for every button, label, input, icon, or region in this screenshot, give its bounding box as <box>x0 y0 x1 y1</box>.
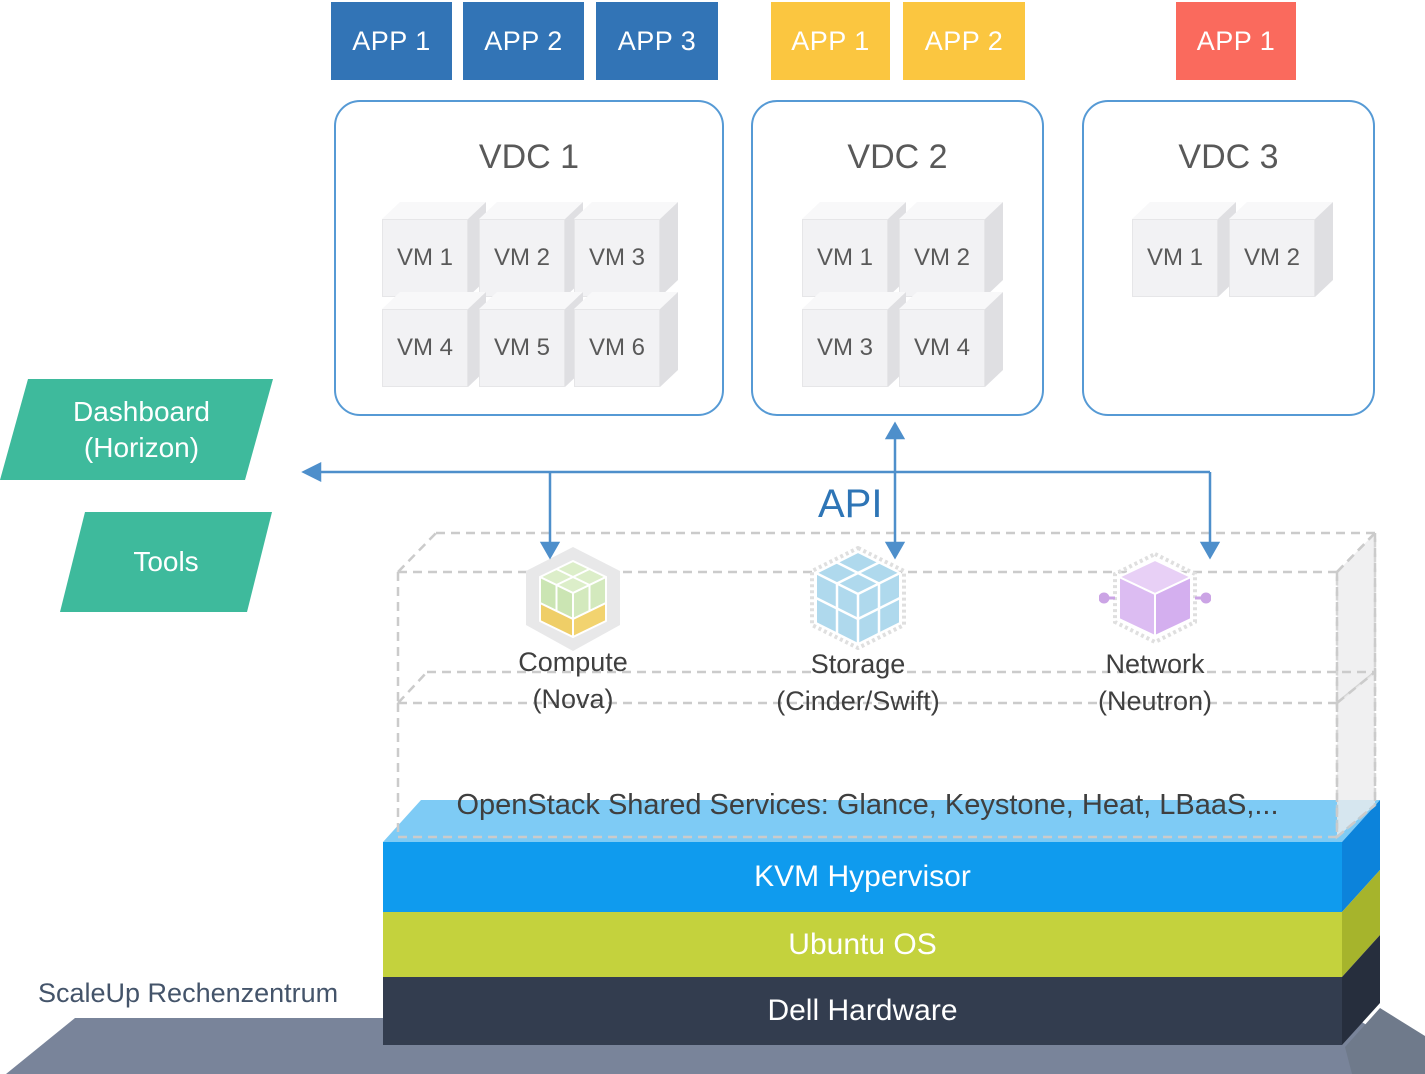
vm-label: VM 2 <box>479 219 565 297</box>
tools-label: Tools <box>133 546 199 577</box>
vm-cube: VM 3 <box>802 292 906 387</box>
storage-name: Storage <box>810 649 906 679</box>
vm-cube: VM 2 <box>899 202 1003 297</box>
vm-label: VM 6 <box>574 309 660 387</box>
compute-subtitle: (Nova) <box>532 684 614 714</box>
vdc3-container: VDC 3 VM 1 VM 2 <box>1082 100 1375 416</box>
arrowhead-up-vdc2 <box>884 421 906 440</box>
vm-cube-top-face <box>1229 202 1333 219</box>
app-box-blue-2: APP 2 <box>463 2 584 80</box>
vm-cube-top-face <box>382 292 486 309</box>
vm-cube: VM 2 <box>479 202 583 297</box>
kvm-right-face <box>1342 800 1380 912</box>
vm-cube: VM 6 <box>574 292 678 387</box>
vm-cube-right-face <box>660 202 678 297</box>
storage-service-label: Storage (Cinder/Swift) <box>728 646 988 720</box>
network-service-label: Network (Neutron) <box>1025 646 1285 720</box>
dashboard-label-line2: (Horizon) <box>83 431 200 463</box>
kvm-hypervisor-label: KVM Hypervisor <box>754 860 971 893</box>
vm-cube-right-face <box>1315 202 1333 297</box>
vm-cube: VM 4 <box>899 292 1003 387</box>
vm-label: VM 1 <box>1132 219 1218 297</box>
api-label: API <box>818 482 883 526</box>
arrowhead-down-compute <box>539 541 561 560</box>
dell-hardware-label: Dell Hardware <box>767 994 958 1027</box>
vdc2-title: VDC 2 <box>847 138 948 176</box>
vm-cube-top-face <box>899 292 1003 309</box>
storage-subtitle: (Cinder/Swift) <box>776 686 940 716</box>
vm-label: VM 1 <box>382 219 468 297</box>
kvm-hypervisor-layer: KVM Hypervisor <box>383 842 1342 912</box>
vm-label: VM 5 <box>479 309 565 387</box>
vm-cube-top-face <box>479 202 583 219</box>
vdc2-container: VDC 2 VM 1 VM 2 VM 3 VM 4 <box>751 100 1044 416</box>
network-name: Network <box>1105 649 1205 679</box>
vdc3-title: VDC 3 <box>1178 138 1279 176</box>
app-box-yellow-1: APP 1 <box>771 2 890 80</box>
vm-cube: VM 5 <box>479 292 583 387</box>
dashboard-horizon-shape: Dashboard (Horizon) <box>0 379 273 480</box>
datacenter-label: ScaleUp Rechenzentrum <box>38 978 339 1008</box>
vm-cube: VM 3 <box>574 202 678 297</box>
dashboard-label-line1: Dashboard <box>73 395 210 427</box>
vm-label: VM 3 <box>802 309 888 387</box>
vm-label: VM 2 <box>1229 219 1315 297</box>
vm-cube: VM 1 <box>1132 202 1236 297</box>
vm-cube-right-face <box>985 202 1003 297</box>
vm-cube-top-face <box>574 202 678 219</box>
vm-label: VM 3 <box>574 219 660 297</box>
vm-cube-top-face <box>802 202 906 219</box>
vm-label: VM 4 <box>899 309 985 387</box>
vm-cube: VM 1 <box>382 202 486 297</box>
app-box-blue-1: APP 1 <box>331 2 452 80</box>
vm-cube: VM 2 <box>1229 202 1333 297</box>
vm-cube: VM 1 <box>802 202 906 297</box>
dell-right-face <box>1342 935 1380 1045</box>
stack-shadow <box>1345 1008 1425 1074</box>
vm-label: VM 4 <box>382 309 468 387</box>
compute-service-label: Compute (Nova) <box>443 644 703 718</box>
vm-label: VM 1 <box>802 219 888 297</box>
network-subtitle: (Neutron) <box>1097 686 1213 716</box>
vdc1-container: VDC 1 VM 1 VM 2 VM 3 VM 4 VM 5 <box>334 100 724 416</box>
arrowhead-down-network <box>1199 541 1221 560</box>
arrowhead-left <box>301 461 322 483</box>
vm-cube-top-face <box>899 202 1003 219</box>
vm-cube-top-face <box>382 202 486 219</box>
app-box-blue-3: APP 3 <box>596 2 718 80</box>
app-box-red-1: APP 1 <box>1176 2 1296 80</box>
dell-hardware-layer: Dell Hardware <box>383 977 1342 1045</box>
vm-cube: VM 4 <box>382 292 486 387</box>
ubuntu-right-face <box>1342 870 1380 977</box>
storage-cube-icon <box>810 546 906 650</box>
compute-cube-icon <box>526 547 620 651</box>
vm-label: VM 2 <box>899 219 985 297</box>
shared-services-label: OpenStack Shared Services: Glance, Keyst… <box>456 789 1279 821</box>
vm-cube-top-face <box>802 292 906 309</box>
vm-cube-top-face <box>1132 202 1236 219</box>
ubuntu-os-label: Ubuntu OS <box>788 927 937 961</box>
app-box-yellow-2: APP 2 <box>903 2 1025 80</box>
vm-cube-top-face <box>479 292 583 309</box>
vm-cube-right-face <box>985 292 1003 387</box>
network-cube-icon <box>1099 551 1211 645</box>
compute-name: Compute <box>518 647 628 677</box>
ubuntu-os-layer: Ubuntu OS <box>383 912 1342 977</box>
vdc1-title: VDC 1 <box>478 138 580 176</box>
vm-cube-right-face <box>660 292 678 387</box>
arrowhead-down-storage <box>884 541 906 560</box>
tools-shape: Tools <box>60 512 272 612</box>
vm-cube-top-face <box>574 292 678 309</box>
